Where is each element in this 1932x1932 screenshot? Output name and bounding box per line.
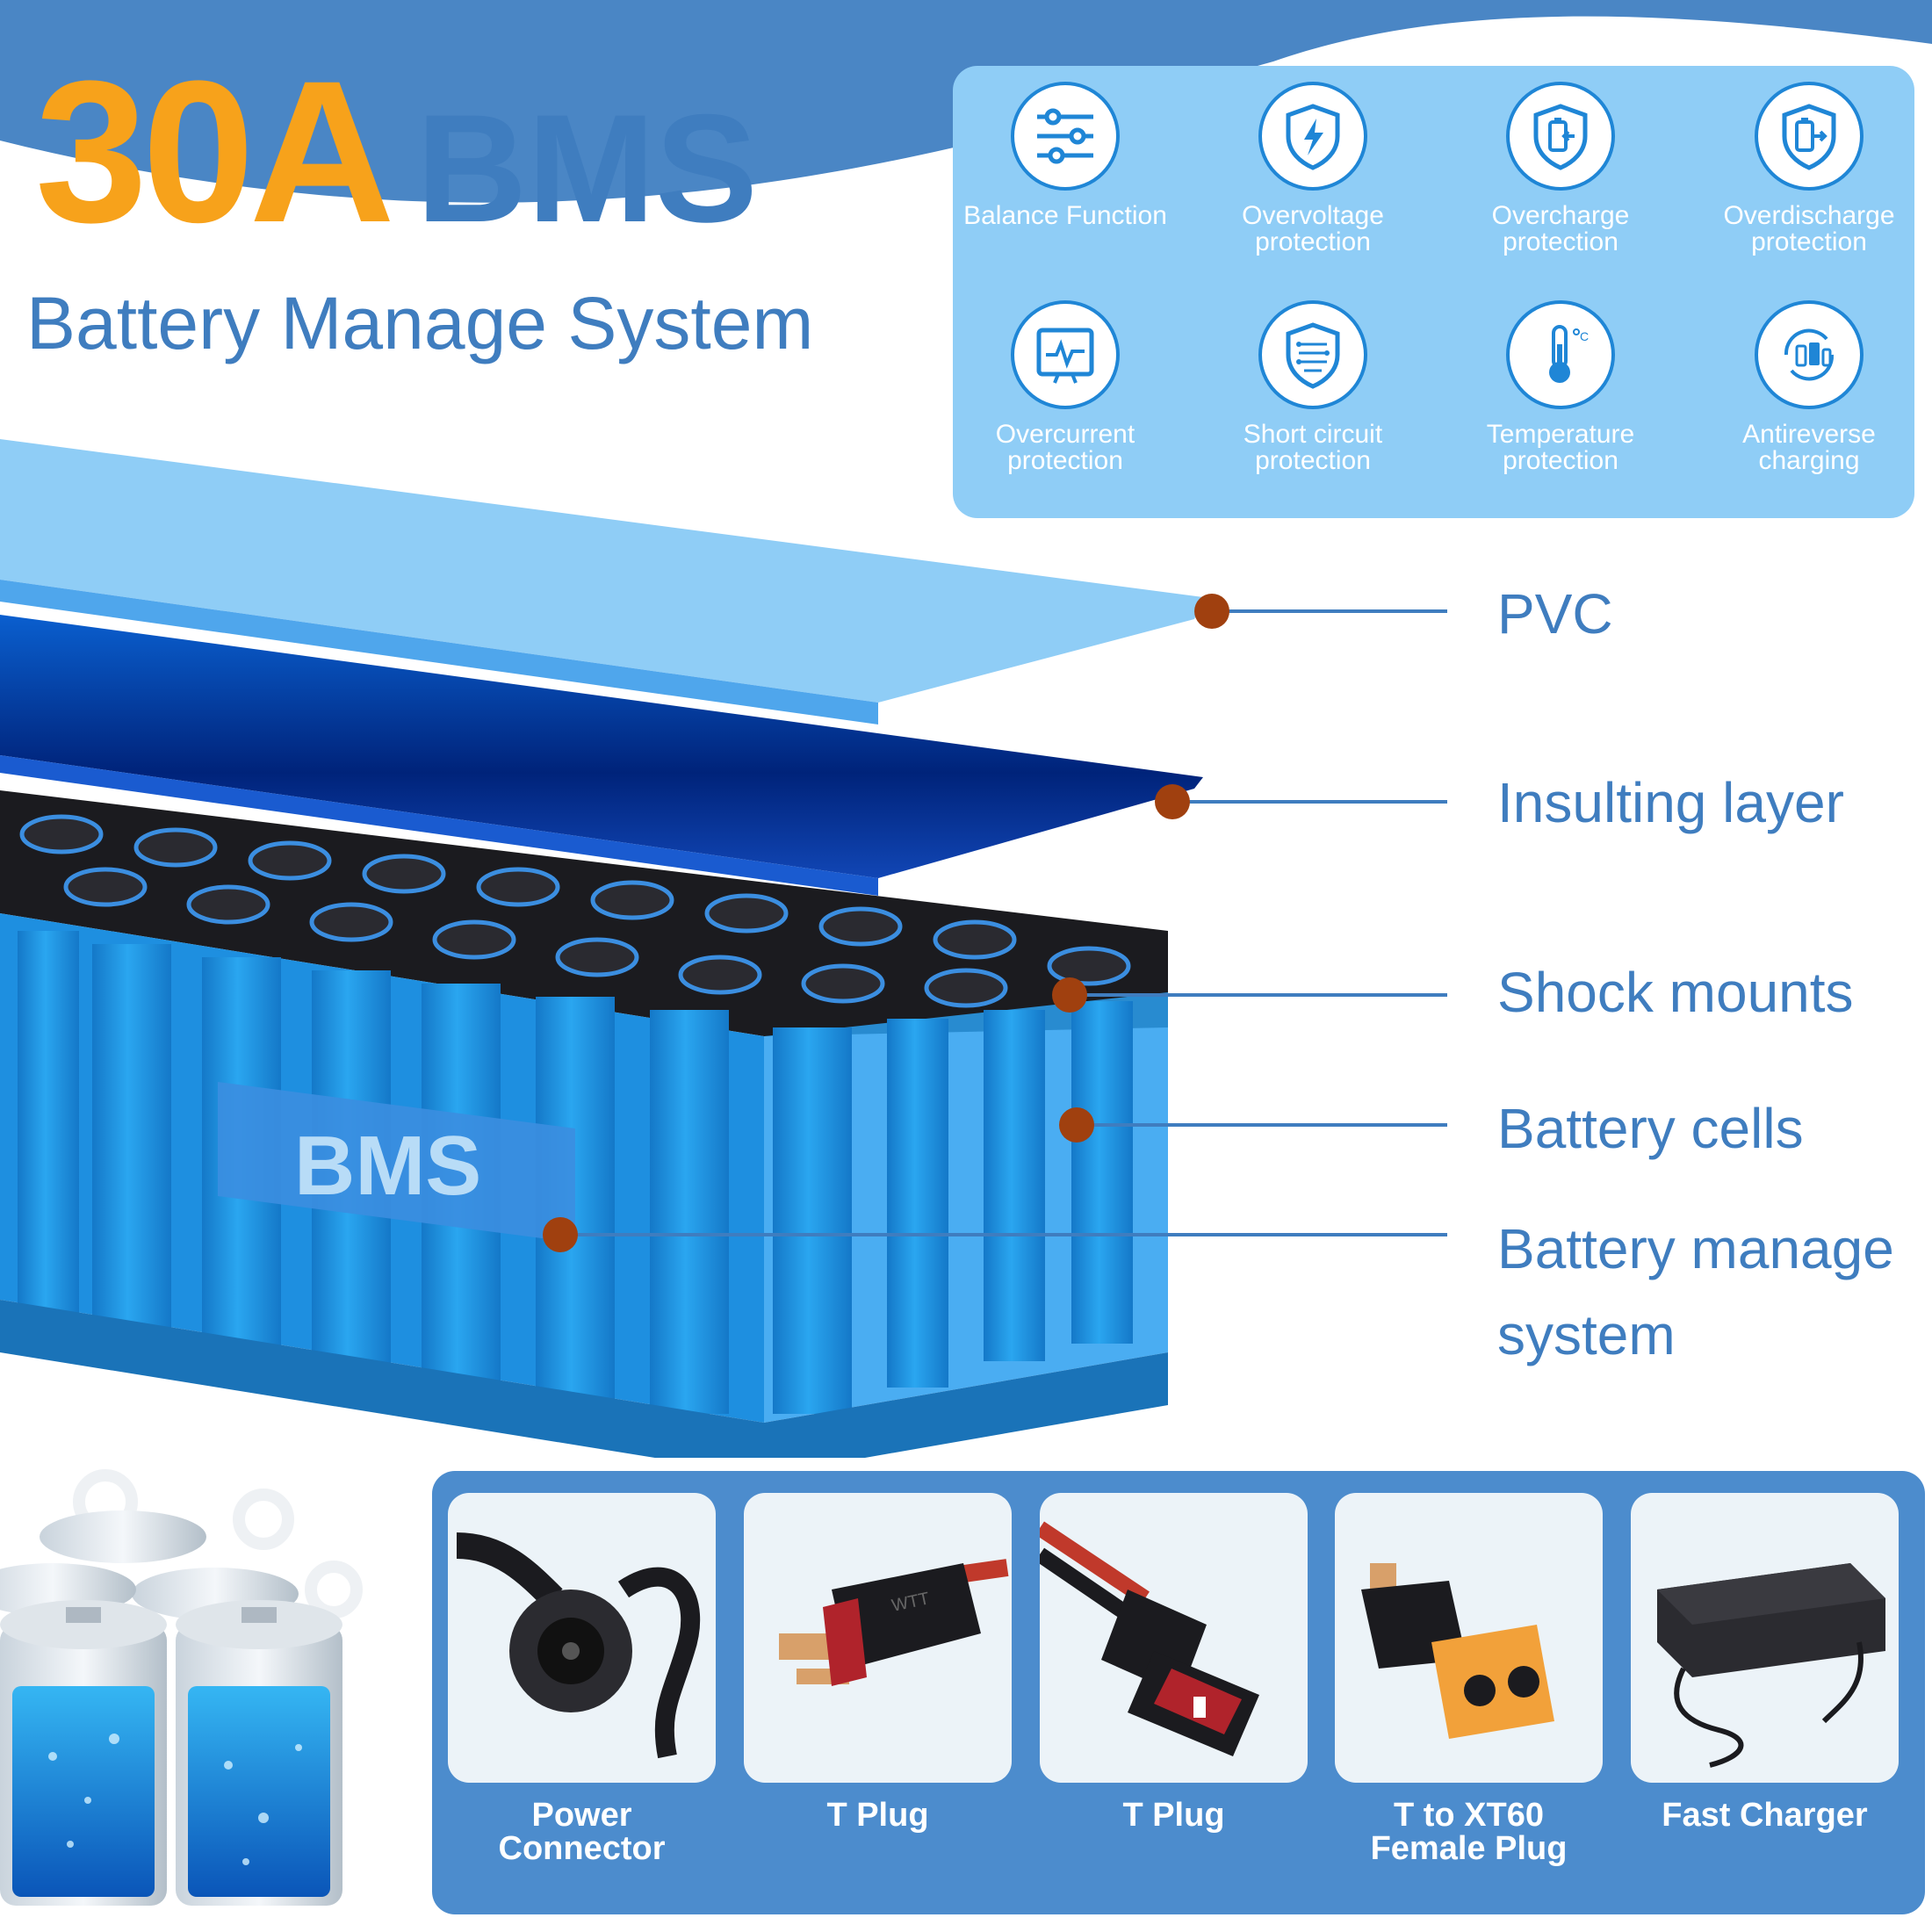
feature-overvoltage: Overvoltage protection [1194, 82, 1431, 256]
features-panel: Balance Function Overvoltage protection … [953, 66, 1914, 518]
accessory-t-plug-female: T Plug [1040, 1493, 1308, 1832]
accessory-label: T Plug [826, 1797, 929, 1834]
xt60-adapter-icon [1361, 1563, 1554, 1739]
amperage-title: 30A [35, 39, 395, 264]
feature-label: Overcharge protection [1491, 201, 1630, 256]
layer-label-insulating: Insulting layer [1497, 771, 1844, 834]
battery-pack-illustration: BMS [0, 439, 1203, 1458]
feature-label: Overcurrent protection [995, 420, 1135, 475]
t-plug-male-icon: WTT [779, 1559, 1009, 1686]
accessory-power-connector: Power Connector [448, 1493, 716, 1865]
charger-icon [1657, 1563, 1885, 1768]
feature-label: Short circuit protection [1243, 420, 1383, 475]
svg-text:C: C [1580, 329, 1589, 343]
feature-label: Overvoltage protection [1242, 201, 1384, 256]
battery-out-shield-icon [1755, 82, 1864, 191]
feature-short-circuit: Short circuit protection [1194, 300, 1431, 474]
feature-overcurrent: Overcurrent protection [947, 300, 1184, 474]
accessory-fast-charger: Fast Charger [1631, 1493, 1899, 1832]
accessory-label: T to XT60 Female Plug [1370, 1797, 1568, 1867]
feature-label: Antireverse charging [1742, 420, 1876, 475]
subtitle: Battery Manage System [26, 282, 814, 364]
layer-label-shock-mounts: Shock mounts [1497, 961, 1854, 1024]
sliders-icon [1011, 82, 1120, 191]
accessory-label: Fast Charger [1662, 1797, 1868, 1834]
decorative-batteries [0, 1469, 363, 1906]
accessory-photo [1040, 1493, 1308, 1783]
accessory-label: T Plug [1122, 1797, 1225, 1834]
accessory-xt60-adapter: T to XT60 Female Plug [1335, 1493, 1603, 1865]
feature-balance: Balance Function [947, 82, 1184, 229]
layer-label-pvc: PVC [1497, 582, 1613, 645]
dc-jack-icon [456, 1532, 701, 1759]
feature-label: Overdischarge protection [1723, 201, 1895, 256]
thermometer-icon: C [1506, 300, 1615, 409]
accessory-photo: WTT [744, 1493, 1012, 1783]
accessory-photo [1335, 1493, 1603, 1783]
accessory-photo [1631, 1493, 1899, 1783]
accessory-label: Power Connector [498, 1797, 666, 1867]
accessories-panel: Power Connector WTT T Plug [432, 1471, 1925, 1914]
t-plug-female-icon [1040, 1521, 1259, 1756]
lightning-shield-icon [1258, 82, 1367, 191]
accessory-t-plug-male: WTT T Plug [744, 1493, 1012, 1832]
pulse-monitor-icon [1011, 300, 1120, 409]
feature-temperature: C Temperature protection [1442, 300, 1679, 474]
feature-label: Balance Function [963, 201, 1167, 230]
feature-overcharge: Overcharge protection [1442, 82, 1679, 256]
layer-label-bms: Battery manage system [1497, 1217, 1894, 1366]
feature-label: Temperature protection [1486, 420, 1635, 475]
feature-antireverse: Antireverse charging [1690, 300, 1928, 474]
battery-in-shield-icon [1506, 82, 1615, 191]
accessory-photo [448, 1493, 716, 1783]
circuit-shield-icon [1258, 300, 1367, 409]
battery-cycle-icon [1755, 300, 1864, 409]
layer-label-battery-cells: Battery cells [1497, 1097, 1804, 1160]
feature-overdischarge: Overdischarge protection [1690, 82, 1928, 256]
bms-title: BMS [415, 83, 758, 255]
pack-bms-label: BMS [294, 1119, 481, 1213]
